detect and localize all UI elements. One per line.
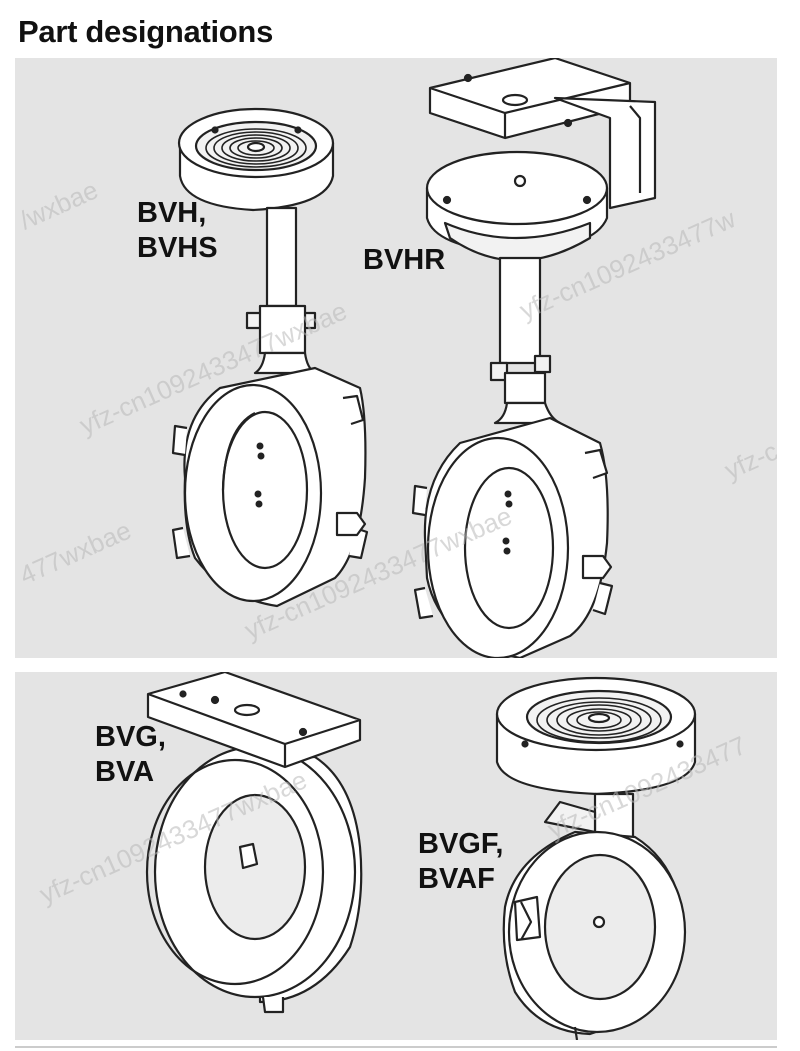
label-bvg-bva: BVG, BVA xyxy=(95,721,166,788)
bottom-illustration-panel: BVG, BVA BVGF, BVAF yfz-cn1092433477wxba… xyxy=(15,672,777,1040)
label-bvhr: BVHR xyxy=(363,244,446,276)
bvgf-valve-drawing xyxy=(495,676,697,1040)
page-title: Part designations xyxy=(18,14,274,49)
label-bvgf-bvaf: BVGF, BVAF xyxy=(418,828,504,895)
bottom-panel-drawing xyxy=(145,672,697,1040)
page-divider xyxy=(15,1046,777,1048)
bvhr-valve-drawing xyxy=(411,58,657,658)
top-panel-drawing xyxy=(171,58,657,658)
top-illustration-panel: BVH, BVHS BVHR /wxbae yfz-cn1092433477wx… xyxy=(15,58,777,658)
label-bvh-bvhs: BVH, BVHS xyxy=(137,197,218,264)
bvg-valve-drawing xyxy=(145,672,363,1014)
bvh-valve-drawing xyxy=(171,107,369,608)
